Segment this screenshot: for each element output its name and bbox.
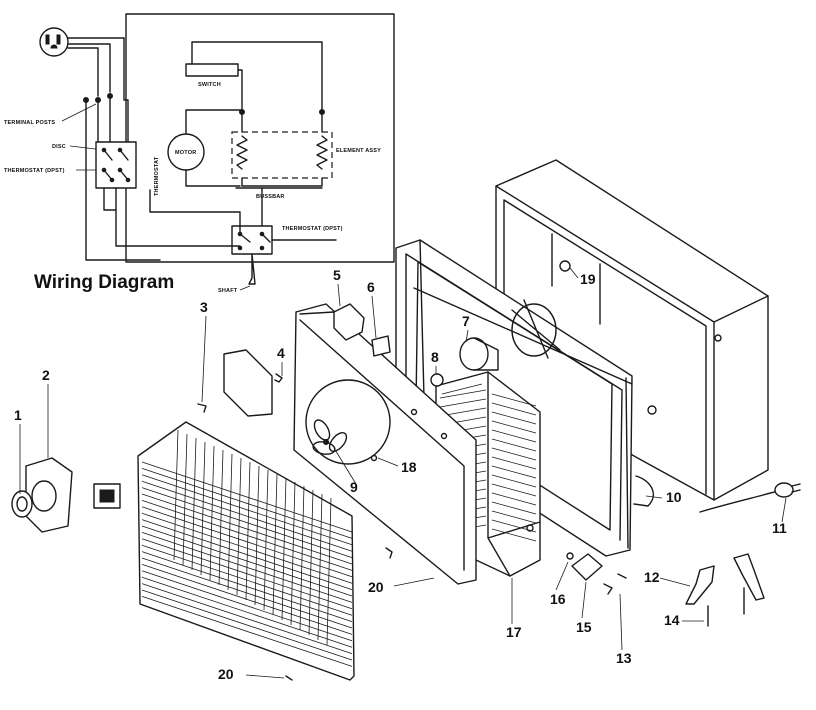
bracket-icon bbox=[223, 349, 273, 417]
part-4-icon bbox=[274, 373, 283, 383]
callout-9: 9 bbox=[350, 479, 358, 495]
right-small-parts bbox=[285, 475, 801, 681]
wiring-frame bbox=[125, 13, 395, 263]
screw-13-icon bbox=[603, 583, 613, 595]
callout-3: 3 bbox=[200, 299, 208, 315]
callout-16: 16 bbox=[550, 591, 566, 607]
callout-leader bbox=[781, 497, 787, 523]
heating-element-right bbox=[316, 135, 328, 170]
fan-blade-icon bbox=[312, 419, 348, 455]
cord-strain-10-icon bbox=[633, 475, 654, 507]
label-motor: MOTOR bbox=[175, 150, 196, 156]
screw-19-icon bbox=[559, 260, 571, 272]
callout-11: 11 bbox=[772, 520, 787, 536]
callout-leader bbox=[645, 495, 663, 499]
wiring-diagram: TERMINAL POSTS DISC THERMOSTAT (DPST) TH… bbox=[4, 13, 395, 294]
part-3-icon bbox=[197, 403, 207, 413]
callout-14: 14 bbox=[664, 612, 680, 628]
callout-20: 20 bbox=[368, 579, 384, 595]
callout-6: 6 bbox=[367, 279, 375, 295]
callout-18: 18 bbox=[401, 459, 417, 475]
lower-thermostat-block bbox=[231, 225, 273, 255]
label-disc: DISC bbox=[52, 144, 66, 150]
label-thermostat-vertical: THERMOSTAT bbox=[154, 156, 160, 196]
callout-20: 20 bbox=[218, 666, 234, 682]
callout-leader bbox=[569, 267, 579, 279]
callout-15: 15 bbox=[576, 619, 592, 635]
label-thermostat-bottom: THERMOSTAT (DPST) bbox=[282, 226, 343, 232]
callout-leader bbox=[371, 295, 377, 339]
bezel-2-icon bbox=[25, 457, 73, 533]
screw-20-upper-icon bbox=[385, 547, 393, 559]
element-assy-box bbox=[231, 131, 333, 179]
switch-part-5 bbox=[299, 303, 365, 341]
label-thermostat-left: THERMOSTAT (DPST) bbox=[4, 168, 65, 174]
wall-plug-icon bbox=[39, 27, 69, 57]
callout-12: 12 bbox=[644, 569, 660, 585]
knob-1-icon bbox=[11, 490, 33, 518]
wiring-diagram-title: Wiring Diagram bbox=[34, 272, 174, 293]
foot-12-right-icon bbox=[733, 553, 765, 601]
callout-10: 10 bbox=[666, 489, 682, 505]
callout-2: 2 bbox=[42, 367, 50, 383]
foot-12-left-icon bbox=[685, 565, 715, 605]
callout-leader bbox=[465, 329, 469, 343]
callout-leader bbox=[581, 581, 587, 619]
front-grille bbox=[137, 421, 355, 681]
callout-leader bbox=[393, 577, 435, 587]
callout-13: 13 bbox=[616, 650, 632, 666]
part-8-icon bbox=[430, 373, 444, 387]
grille-lines bbox=[141, 429, 353, 667]
callout-leader bbox=[245, 674, 285, 679]
callout-17: 17 bbox=[506, 624, 522, 640]
motor-part bbox=[430, 337, 499, 387]
callout-19: 19 bbox=[580, 271, 596, 287]
part-16-icon bbox=[566, 552, 574, 560]
label-element-assy: ELEMENT ASSY bbox=[336, 148, 381, 154]
callout-leader bbox=[201, 315, 207, 403]
fan-shroud-icon bbox=[305, 379, 391, 465]
thermostat-15-icon bbox=[571, 553, 603, 581]
callout-leader bbox=[659, 577, 691, 587]
label-terminal-posts: TERMINAL POSTS bbox=[4, 120, 55, 126]
switch-box bbox=[185, 63, 239, 77]
fan-plate bbox=[293, 303, 477, 585]
screw-20-lower-icon bbox=[285, 675, 293, 681]
callout-8: 8 bbox=[431, 349, 439, 365]
knob-parts bbox=[11, 457, 121, 533]
callout-5: 5 bbox=[333, 267, 341, 283]
callout-leader bbox=[377, 457, 399, 467]
callout-leader bbox=[337, 283, 341, 307]
callout-4: 4 bbox=[277, 345, 285, 361]
callout-leader bbox=[333, 447, 357, 485]
label-shaft: SHAFT bbox=[218, 288, 238, 294]
heating-element-left bbox=[236, 135, 248, 170]
part-6-icon bbox=[371, 335, 391, 357]
callout-leader bbox=[619, 593, 623, 651]
callout-1: 1 bbox=[14, 407, 22, 423]
label-bussbar: BUSSBAR bbox=[256, 194, 285, 200]
callout-7: 7 bbox=[462, 313, 470, 329]
label-switch: SWITCH bbox=[198, 82, 221, 88]
callout-leader bbox=[555, 561, 569, 591]
